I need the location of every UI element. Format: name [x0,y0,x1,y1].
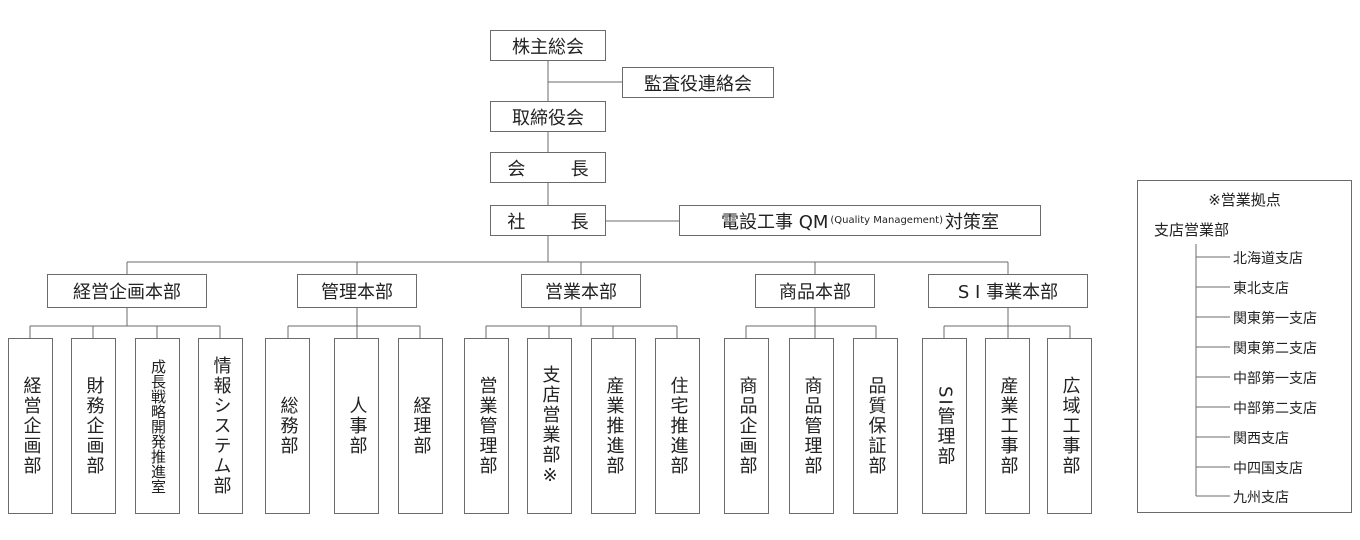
auditors-liaison-box: 監査役連絡会 [622,67,774,98]
shareholders-meeting-box: 株主総会 [490,30,606,61]
department-label: 広域工事部 [1059,376,1081,476]
president-label: 社 長 [507,211,609,233]
department-label: 品質保証部 [865,376,887,476]
qm-office-small: (Quality Management) [830,215,943,226]
department-label: 情報システム部 [210,356,232,496]
department-label: 成長戦略開発推進室 [149,358,167,494]
department-label: 支店営業部※ [539,364,561,488]
department-box: 産業工事部 [985,338,1030,514]
department-label: 財務企画部 [83,376,105,476]
auditors-liaison-label: 監査役連絡会 [644,73,752,95]
department-label: 産業工事部 [997,376,1019,476]
department-label: 人事部 [346,396,368,456]
division-label: 管理本部 [321,282,393,303]
branch-item: 北海道支店 [1233,251,1303,267]
division-label: 経営企画本部 [73,282,181,303]
department-box: 経営企画部 [8,338,53,514]
board-of-directors-box: 取締役会 [490,101,606,132]
department-label: 営業管理部 [476,376,498,476]
department-box: SI管理部 [922,338,967,514]
legend-title: ※営業拠点 [1208,191,1281,209]
department-box: 成長戦略開発推進室 [135,338,180,514]
department-label: 総務部 [277,396,299,456]
department-box: 総務部 [265,338,310,514]
department-box: 商品企画部 [724,338,769,514]
department-box: 住宅推進部 [655,338,700,514]
department-label: 経理部 [410,396,432,456]
department-box: 支店営業部※ [527,338,572,514]
department-label: 住宅推進部 [667,376,689,476]
branch-item: 関西支店 [1233,431,1289,447]
branch-item: 東北支店 [1233,281,1289,297]
qm-office-box: 電設工事 QM (Quality Management) 対策室 [679,205,1041,236]
department-label: 商品企画部 [736,376,758,476]
president-box: 社 長 [490,205,606,236]
board-of-directors-label: 取締役会 [512,107,584,129]
division-label: S I 事業本部 [957,282,1059,303]
chairman-box: 会 長 [490,152,606,183]
shareholders-meeting-label: 株主総会 [512,36,584,58]
department-box: 財務企画部 [71,338,116,514]
department-label: 商品管理部 [801,376,823,476]
division-box-management-planning: 経営企画本部 [47,274,207,308]
department-box: 営業管理部 [464,338,509,514]
department-box: 人事部 [334,338,379,514]
department-label: 経営企画部 [20,376,42,476]
legend-subtitle: 支店営業部 [1154,221,1230,239]
department-label: SI管理部 [934,385,956,467]
department-label: 産業推進部 [603,376,625,476]
department-box: 商品管理部 [789,338,834,514]
qm-office-prefix: 電設工事 QM [720,211,829,233]
branch-item: 関東第二支店 [1233,341,1317,357]
division-box-sales: 営業本部 [521,274,641,308]
division-label: 商品本部 [779,282,851,303]
department-box: 広域工事部 [1047,338,1092,514]
branch-item: 中部第二支店 [1233,401,1317,417]
division-box-administration: 管理本部 [297,274,417,308]
division-box-products: 商品本部 [755,274,875,308]
division-label: 営業本部 [545,282,617,303]
department-box: 情報システム部 [198,338,243,514]
department-box: 産業推進部 [591,338,636,514]
department-box: 品質保証部 [853,338,898,514]
department-box: 経理部 [398,338,443,514]
qm-office-suffix: 対策室 [945,211,999,233]
sales-branches-legend: ※営業拠点 支店営業部 北海道支店 東北支店 関東第一支店 関東第二支店 中部第… [1137,180,1352,513]
division-box-si-business: S I 事業本部 [928,274,1088,308]
branch-item: 関東第一支店 [1233,311,1317,327]
branch-item: 九州支店 [1233,490,1289,506]
branch-item: 中部第一支店 [1233,371,1317,387]
chairman-label: 会 長 [507,158,609,180]
branch-item: 中四国支店 [1233,461,1303,477]
